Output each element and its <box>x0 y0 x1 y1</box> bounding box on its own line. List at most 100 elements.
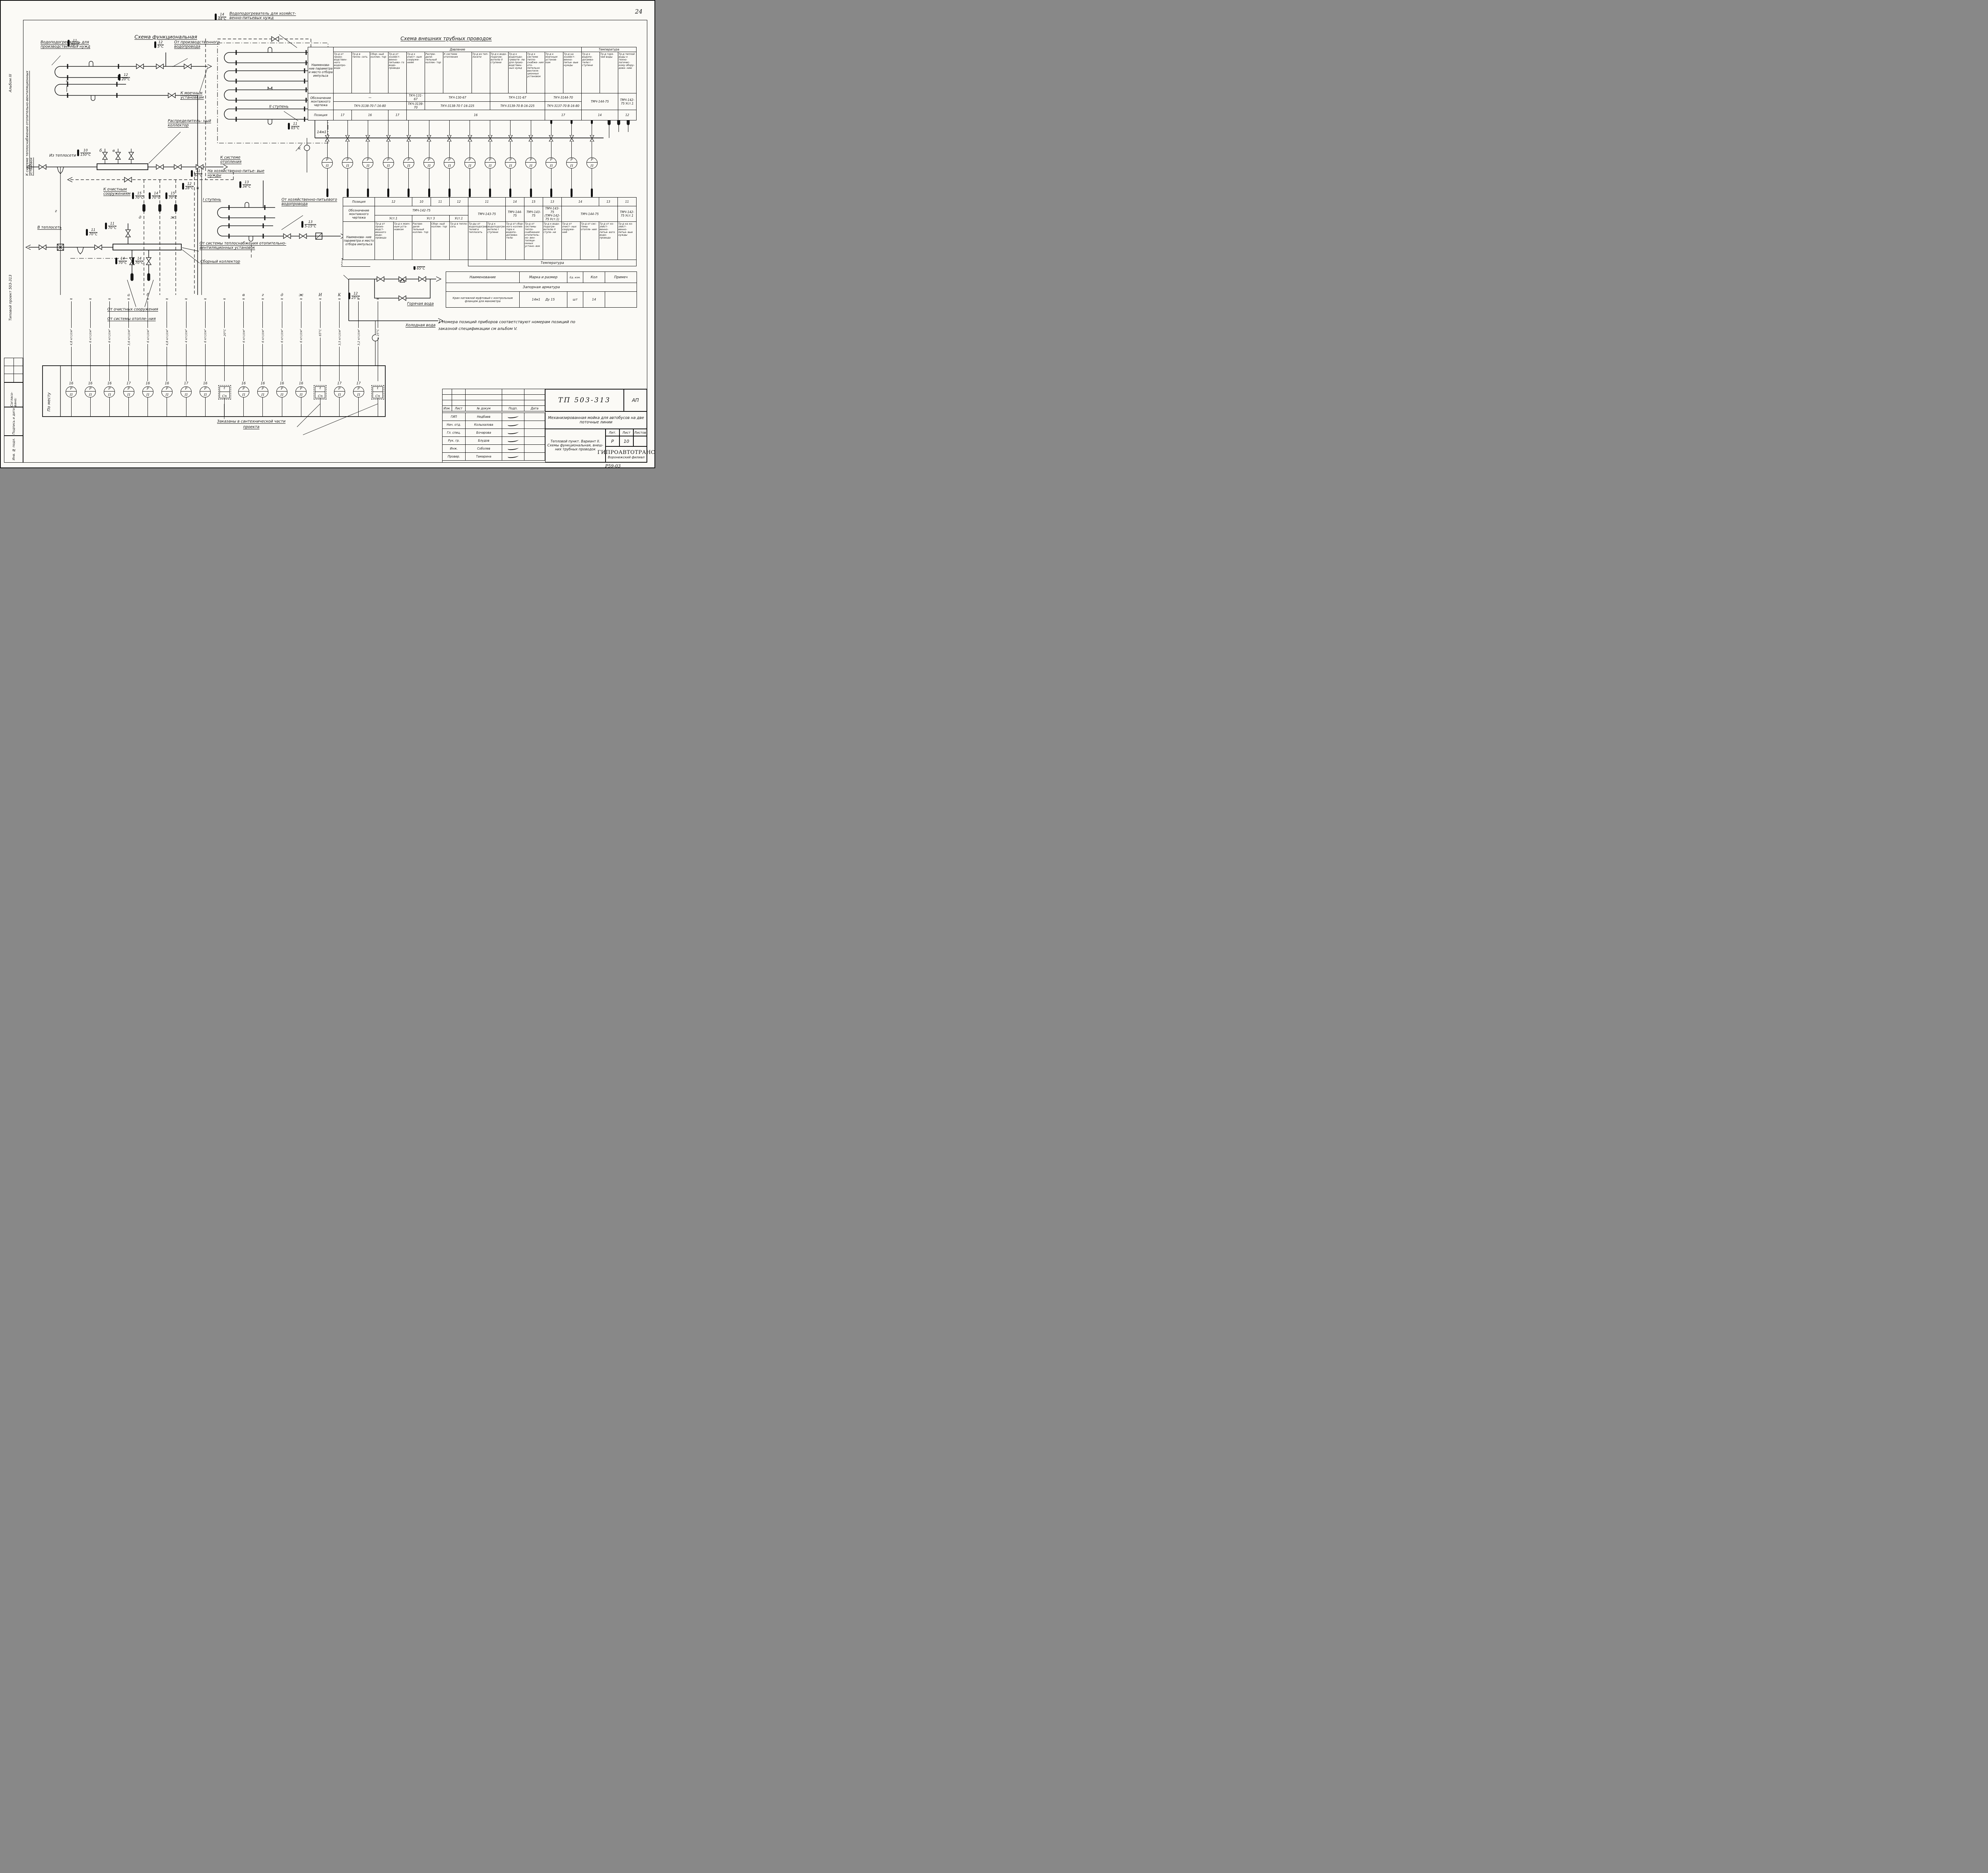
thermometer-icon <box>367 188 369 197</box>
position-number: 16 <box>203 382 208 386</box>
collection-collector <box>25 223 200 307</box>
local-instrument: ≈ 4,8 кгс/см² 16 РП tСп <box>64 293 78 416</box>
table2-des: ТМЧ-144-75 <box>505 206 525 222</box>
thermometer-icon <box>77 149 79 156</box>
line-break-mark: ≈ <box>165 297 169 301</box>
table2-des: ТМЧ-142-75 Уст.1 <box>617 206 637 222</box>
line-letter: ж <box>299 293 303 297</box>
table1-col: Тр-д горя- чей воды <box>600 52 619 93</box>
line-break-mark: ≈ <box>376 297 379 301</box>
col-list: Лист <box>452 405 466 411</box>
valve-icon <box>549 135 554 142</box>
table2-col: Тр-д от сис- темы отопле- ния <box>580 221 600 260</box>
table2-pos: 14 <box>505 197 525 206</box>
thermometer-icon <box>489 188 491 197</box>
table2-des: ТМЧ-144-75 <box>561 206 618 222</box>
table1-col: Тр-д на хозяйст- венно- питье- вые нужды <box>563 52 582 93</box>
spec-h-name: Наименование <box>446 271 520 283</box>
margin-sign-date: Подпись и дата <box>4 407 23 436</box>
table2-temp-footer: Температура <box>468 260 637 266</box>
thermometer-icon <box>239 181 241 188</box>
table2-col: Тр-д к водоподогре- вателю I ступени <box>487 221 506 260</box>
table1-col: Тр-д к водоподо- гревате- лю для произ- … <box>508 52 527 93</box>
valve-icon <box>325 135 330 142</box>
table2-pos: 12 <box>449 197 469 206</box>
label-ordered-note-1: Заказаны в сантехнической части <box>217 419 286 424</box>
table-spec: Наименование Марка и размер Ед. изм. Кол… <box>446 271 637 308</box>
line-letter: И <box>318 293 322 297</box>
table1-des: ТКЧ-3144-70 <box>544 93 582 102</box>
person-date <box>524 452 545 461</box>
thermometer-icon <box>448 188 450 197</box>
label-from-prod-water: От производственного водопровода <box>174 40 220 49</box>
label-from-household-water: От хозяйственно-питьевого водопровода <box>282 198 337 206</box>
thermometer-icon <box>118 74 120 81</box>
impulse-line <box>571 142 572 157</box>
impulse-line <box>128 397 129 416</box>
table1-des: ТМЧ-142-75 Уст.1 <box>618 93 637 110</box>
spec-item-name: Кран натяжной муфтовый с контрольным фла… <box>446 291 520 308</box>
valve-icon <box>508 135 513 142</box>
impulse-line <box>449 142 450 157</box>
col-doc: № докум <box>465 405 502 411</box>
thermometer-icon <box>348 293 350 299</box>
table1-des: ТКЧ-3139-70 <box>406 101 425 110</box>
valve-icon <box>590 135 594 142</box>
local-instrument: а ≈ 3,6 кгс/см² 17 РП tСп <box>122 293 136 416</box>
line-letter: д <box>280 293 283 297</box>
thermometer-icon <box>326 188 328 197</box>
pressure-label: 65°С <box>318 328 322 338</box>
label-from-heat-net: Из теплосети <box>49 153 76 158</box>
table2-col: Тр-д к моеч- ным уста- новкам <box>393 221 413 260</box>
label-from-treatment: От очистных сооружения <box>107 307 158 312</box>
pressure-label: 4 кгс/см² <box>184 328 188 344</box>
thermometer-icon <box>115 258 117 264</box>
table1-col: К системе отопления <box>443 52 472 93</box>
table2-col: Тр-д от системы тепло- снабжения отопите… <box>524 221 544 260</box>
position-number: 16 <box>69 382 74 386</box>
valve-icon <box>365 135 371 142</box>
table2-pos: 12 <box>374 197 413 206</box>
pressure-label: 3,2 кгс/см² <box>357 328 361 347</box>
tb-organization: ГИПРОАВТОТРАНС Воронежский филиал <box>598 446 654 462</box>
label-hx-domestic: Водоподогреватель для хозяйст- венно-пит… <box>229 12 296 20</box>
thermometer-icon <box>132 258 134 264</box>
line-letter: К <box>338 293 341 297</box>
footnote: 1 Номера позиций приборов соответствуют … <box>438 319 617 332</box>
spec-h-unit: Ед. изм. <box>567 271 583 283</box>
tb-listov-label: Листов <box>633 429 647 436</box>
table1-des: ТКЧ-3138-70 Г-16-225 <box>425 101 490 110</box>
warm-water-circuit <box>343 275 444 366</box>
household-lines <box>67 172 234 295</box>
label-to-heat-supply-system: К системе теплоснабжения отопительно-вен… <box>25 70 33 176</box>
table2-pos: 11 <box>468 197 506 206</box>
table1-pos: 14 <box>581 110 619 120</box>
person-signature <box>502 444 524 453</box>
margin-agreed: Согласо- вано: <box>4 382 23 407</box>
person-signature <box>502 452 524 461</box>
pressure-label: 4,8 кгс/см² <box>69 328 73 347</box>
table1-col: Тр-д к водо- подогре- вателю II ступени <box>490 52 509 93</box>
local-instrument: К ≈ 3,5 кгс/см² 17 РП tСп <box>333 293 346 416</box>
thermometer-icon <box>154 41 156 48</box>
table1-col: Тр-д теплой воды к техно- логичес- кому … <box>618 52 637 93</box>
position-number: 17 <box>337 382 342 386</box>
table1-pos: 12 <box>618 110 637 120</box>
